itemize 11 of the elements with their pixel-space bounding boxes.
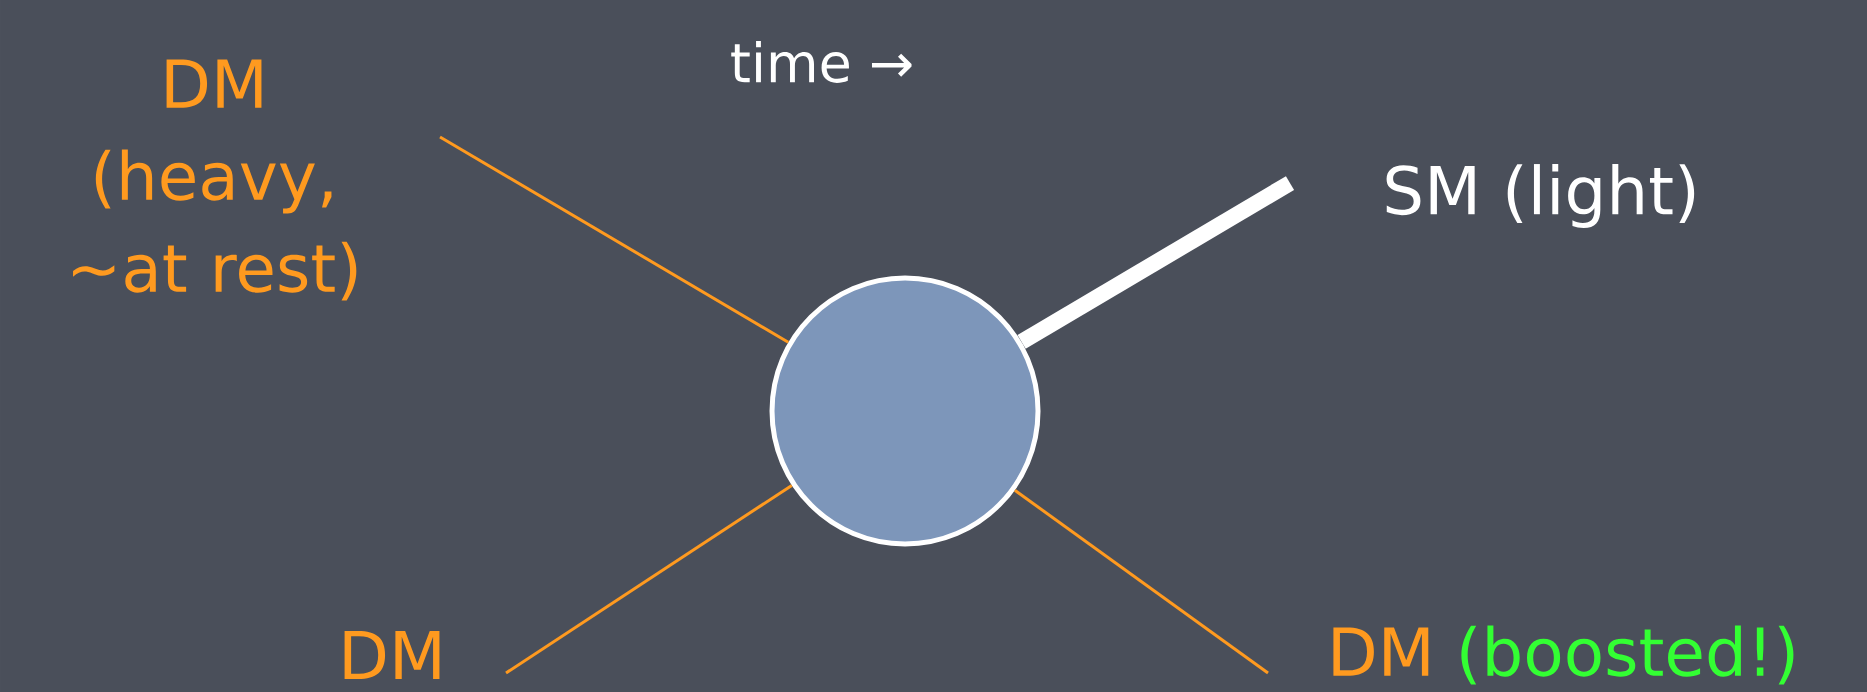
particle-label: (boosted!) <box>1461 625 1794 685</box>
particle-label: DM (heavy, ∼at rest) <box>73 59 357 301</box>
interaction-blob <box>769 275 1041 547</box>
particle-line <box>1014 489 1269 675</box>
particle-label: DM <box>344 630 440 680</box>
particle-label: DM <box>1333 627 1429 676</box>
particle-line <box>439 135 790 344</box>
particle-label: SM (light) <box>1386 164 1695 228</box>
particle-line <box>1017 176 1295 349</box>
time-label: time → <box>731 41 912 83</box>
particle-line <box>505 484 793 675</box>
